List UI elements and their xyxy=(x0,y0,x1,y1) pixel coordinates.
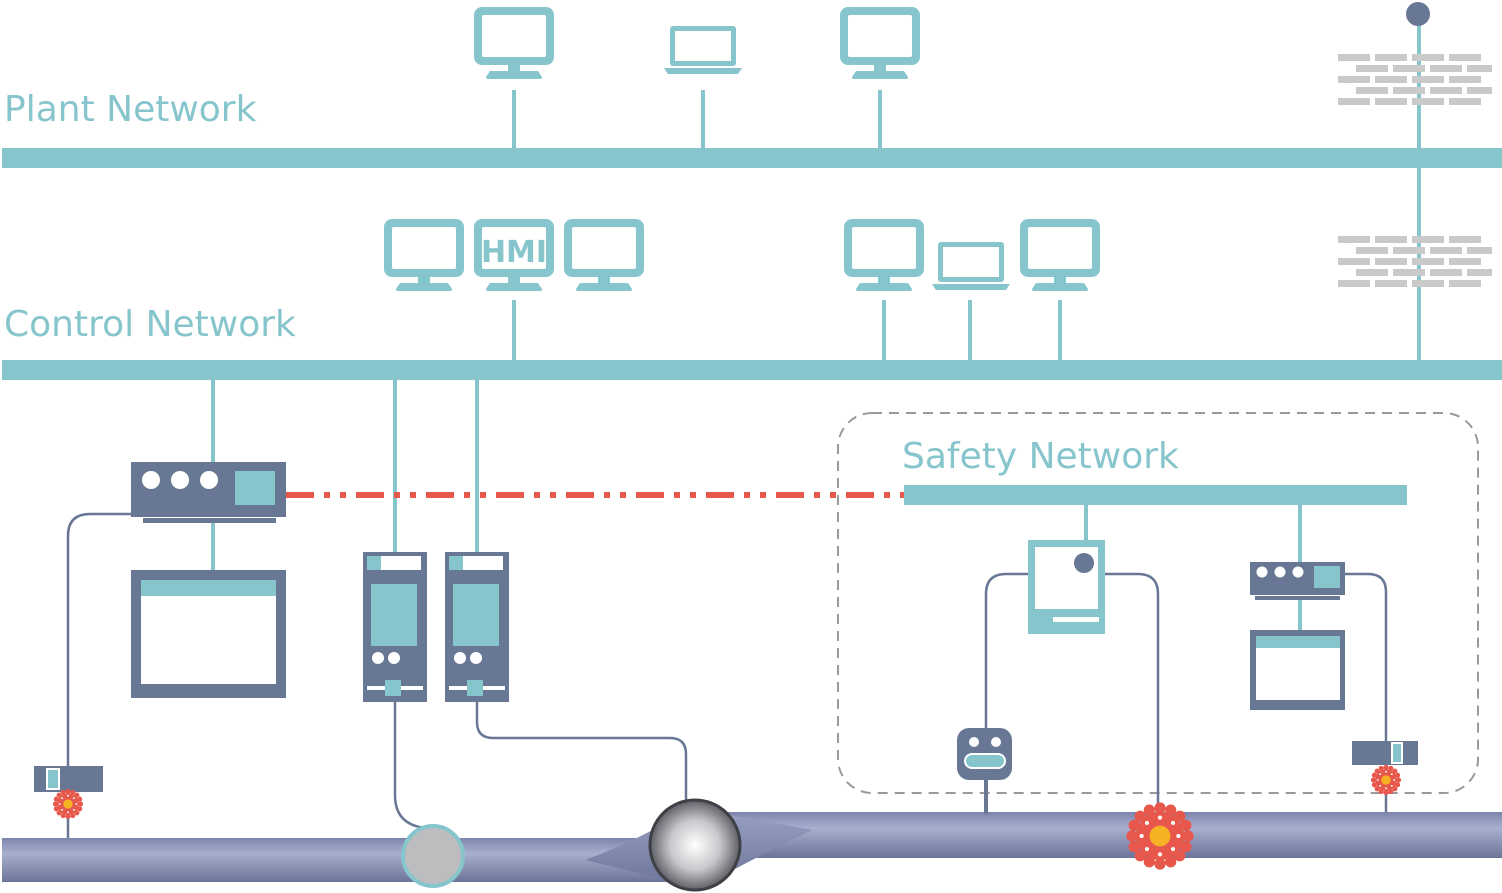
monitor-icon[interactable] xyxy=(844,219,924,291)
safety-network-bus xyxy=(904,485,1407,505)
firewall-icon xyxy=(1338,236,1492,287)
safety-display-icon[interactable] xyxy=(1250,630,1345,710)
plc-icon[interactable] xyxy=(445,552,509,702)
safety-network-label: Safety Network xyxy=(902,436,1179,477)
transmitter-icon[interactable] xyxy=(1352,741,1418,765)
sensor-icon[interactable] xyxy=(957,728,1012,780)
monitor-icon[interactable] xyxy=(564,219,644,291)
operator-display-icon[interactable] xyxy=(131,570,286,698)
field-wire xyxy=(984,572,1028,728)
laptop-icon[interactable] xyxy=(664,26,742,74)
control-network-label: Control Network xyxy=(4,304,296,345)
explosion-icon xyxy=(52,788,84,820)
monitor-icon[interactable] xyxy=(1020,219,1100,291)
monitor-icon[interactable] xyxy=(384,219,464,291)
control-network-bus xyxy=(2,360,1502,380)
hmi-label: HMI xyxy=(481,235,547,270)
field-wire xyxy=(1105,572,1160,805)
field-wire xyxy=(393,702,427,830)
laptop-icon[interactable] xyxy=(932,242,1010,290)
monitor-icon[interactable] xyxy=(840,7,920,79)
process-pipe xyxy=(694,812,1502,858)
explosion-icon xyxy=(1370,764,1402,796)
field-wire xyxy=(475,702,688,805)
valve-icon[interactable] xyxy=(648,798,742,892)
firewall-icon xyxy=(1338,54,1492,105)
plant-network-label: Plant Network xyxy=(4,89,257,130)
field-wire xyxy=(1345,572,1388,742)
transmitter-icon[interactable] xyxy=(34,766,103,792)
internet-node-icon xyxy=(1406,2,1430,26)
monitor-icon[interactable] xyxy=(474,7,554,79)
field-wire xyxy=(66,512,131,766)
explosion-icon xyxy=(1126,802,1194,870)
controller-icon[interactable] xyxy=(131,462,286,523)
plant-network-bus xyxy=(2,148,1502,168)
safety-controller-icon[interactable] xyxy=(1028,540,1105,634)
plc-icon[interactable] xyxy=(363,552,427,702)
safety-controller-icon[interactable] xyxy=(1250,562,1345,600)
flow-sensor-icon[interactable] xyxy=(401,824,465,888)
